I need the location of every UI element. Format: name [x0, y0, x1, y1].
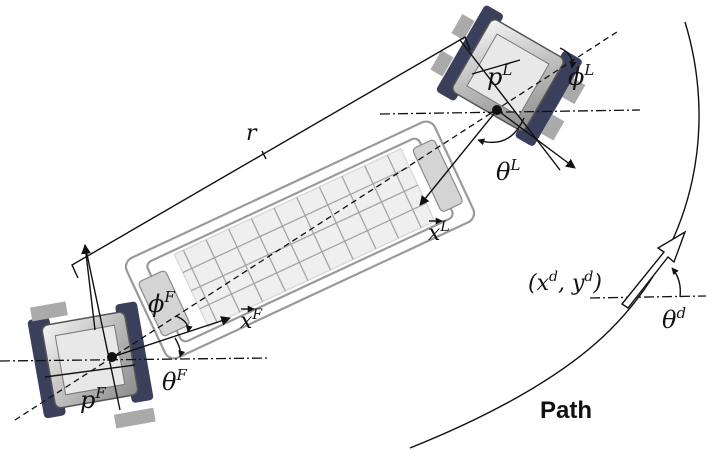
r-label: r: [246, 121, 258, 146]
path-label: Path: [540, 397, 592, 424]
follower-center-point: [107, 352, 117, 362]
leader-x-arrow: [419, 109, 498, 206]
leader-reference-line: [379, 109, 641, 115]
path-curve: [409, 21, 700, 449]
phi-follower-label: ϕF: [148, 288, 175, 318]
leader-center-point: [492, 105, 502, 115]
follower-x-arrow: [111, 316, 231, 358]
follower-reference-line: [0, 357, 271, 362]
theta-follower-label: θF: [162, 366, 187, 396]
theta-leader-label: θL: [496, 156, 520, 186]
desired-reference-line: [589, 295, 706, 299]
p-leader-label: pL: [487, 61, 512, 91]
phi-leader-label: ϕL: [568, 61, 594, 91]
theta-desired-label: θd: [662, 304, 686, 334]
x-follower-label: xF: [240, 307, 263, 334]
follower-robot-icon: [27, 301, 156, 429]
leader-heading-arrow: [496, 109, 576, 169]
x-leader-label: xL: [428, 219, 450, 246]
p-follower-label: pF: [80, 384, 106, 414]
desired-point-label: (xd, yd): [528, 269, 602, 296]
shopping-cart-icon: [124, 120, 476, 360]
follower-vertical-arrow: [81, 244, 96, 331]
desired-heading-arrow: [620, 230, 687, 309]
distance-bracket: [71, 35, 471, 279]
